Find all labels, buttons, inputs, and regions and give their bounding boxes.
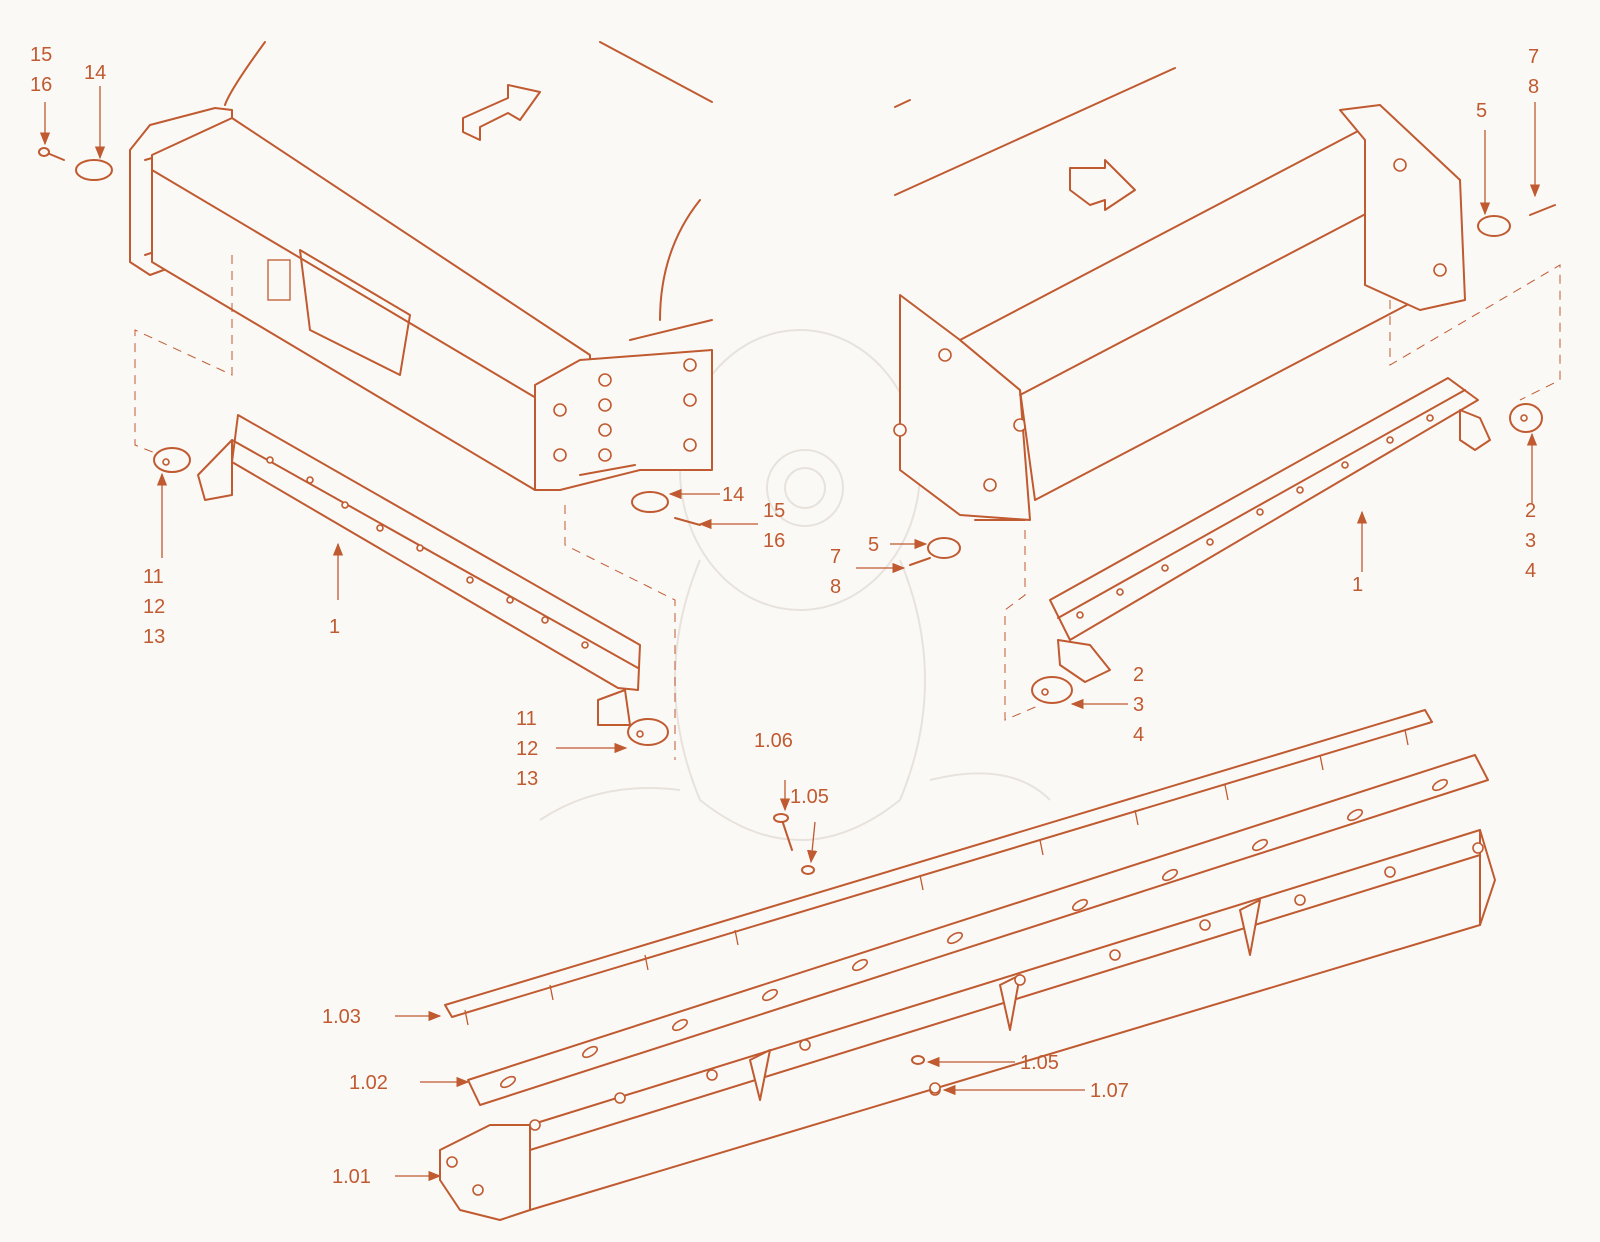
bolt-7	[1529, 204, 1556, 216]
callout-12: 12	[143, 596, 166, 618]
callout-1-05: 1.05	[1020, 1052, 1059, 1074]
leader-lines	[39, 86, 1541, 1182]
assembly-guide-line	[1389, 264, 1561, 401]
callout-1-02: 1.02	[349, 1072, 388, 1094]
callout-1-05: 1.05	[790, 786, 829, 808]
callout-3: 3	[1133, 694, 1145, 716]
washer-14	[75, 159, 113, 181]
callout-16: 16	[30, 74, 53, 96]
bolt-1-06	[781, 819, 793, 851]
washer-11-right	[627, 718, 669, 746]
callout-11: 11	[143, 566, 164, 588]
callout-8: 8	[1528, 76, 1540, 98]
washer-5	[1477, 215, 1511, 237]
callout-1: 1	[1352, 574, 1364, 596]
callout-8: 8	[830, 576, 842, 598]
hardware-1-05-1-06	[773, 813, 941, 1094]
left-blade-part-1	[197, 414, 641, 726]
callout-1-01: 1.01	[332, 1166, 371, 1188]
end-plate-left	[534, 349, 713, 491]
right-frame-assembly	[893, 67, 1466, 521]
direction-arrow-left	[462, 84, 541, 141]
callout-2: 2	[1525, 500, 1537, 522]
callout-15: 15	[30, 44, 53, 66]
blade-set-1-03	[444, 709, 1433, 1026]
support-fin	[1239, 899, 1261, 956]
nut-row-1-07	[529, 842, 1484, 1131]
callout-14: 14	[722, 484, 745, 506]
left-frame-assembly	[129, 41, 713, 491]
callout-11: 11	[516, 708, 537, 730]
assembly-guide-line	[564, 505, 676, 760]
callout-1-03: 1.03	[322, 1006, 361, 1028]
callout-7: 7	[1528, 46, 1540, 68]
support-fin	[999, 974, 1021, 1031]
callout-3: 3	[1525, 530, 1537, 552]
callout-2: 2	[1133, 664, 1145, 686]
callout-1: 1	[329, 616, 341, 638]
callout-7: 7	[830, 546, 842, 568]
mount-bracket	[299, 249, 411, 376]
callout-15: 15	[763, 500, 786, 522]
blade-bolt-holes	[266, 456, 589, 649]
callout-16: 16	[763, 530, 786, 552]
bolt-15-right	[674, 517, 701, 526]
callout-13: 13	[143, 626, 166, 648]
callout-4: 4	[1525, 560, 1537, 582]
nut-1-07	[929, 1082, 941, 1094]
assembly-guide-line	[1004, 530, 1041, 721]
callout-14: 14	[84, 62, 107, 84]
callout-1-06: 1.06	[754, 730, 793, 752]
support-fin	[749, 1049, 771, 1101]
washer-2	[1031, 676, 1073, 704]
right-hardware	[909, 204, 1556, 704]
assembly-guide-line	[134, 255, 233, 456]
washer-1-05	[801, 865, 815, 875]
washer-14-right	[631, 491, 669, 513]
washer-1-05-lower	[911, 1055, 925, 1065]
blade-set-1-01	[439, 829, 1496, 1221]
callout-5: 5	[1476, 100, 1488, 122]
blade-set-1-02	[467, 754, 1489, 1106]
slot-row	[499, 778, 1449, 1089]
callout-12: 12	[516, 738, 539, 760]
callout-4: 4	[1133, 724, 1145, 746]
washer-5-lower	[927, 537, 961, 559]
stud-row-1-06	[464, 729, 1409, 1026]
left-hardware	[38, 147, 701, 746]
blade-bolt-holes	[1076, 414, 1434, 619]
right-blade-part-1	[1049, 377, 1491, 683]
direction-arrow-right	[1069, 159, 1136, 211]
washer-11	[153, 447, 191, 473]
bolt-7-lower	[909, 557, 931, 566]
callout-13: 13	[516, 768, 539, 790]
callout-5: 5	[868, 534, 880, 556]
end-plate-right	[1339, 104, 1466, 311]
callout-1-07: 1.07	[1090, 1080, 1129, 1102]
